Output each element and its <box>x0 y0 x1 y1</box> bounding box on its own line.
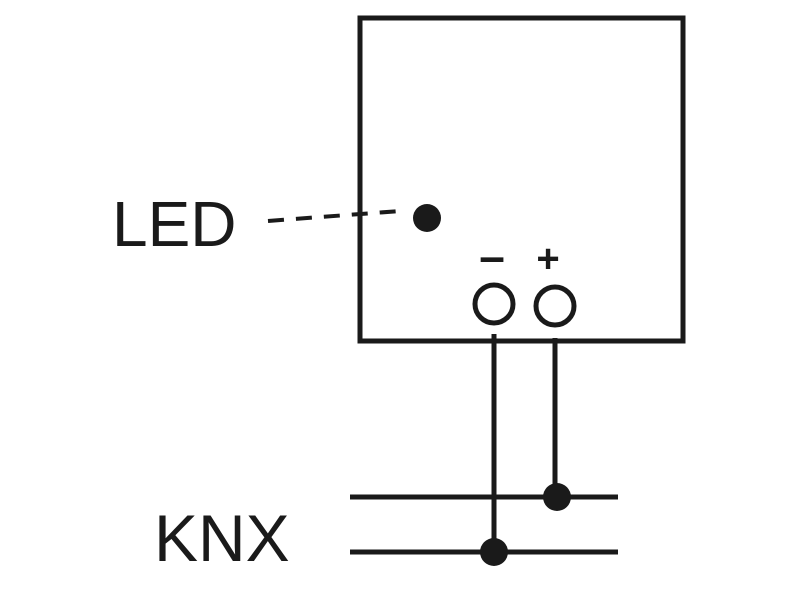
plus-terminal-label: + <box>536 237 559 281</box>
knx-label: KNX <box>154 501 290 575</box>
led-indicator <box>413 204 441 232</box>
device-box <box>357 15 686 344</box>
led-leader-line <box>267 209 401 223</box>
plus-terminal <box>533 284 577 328</box>
led-label: LED <box>112 188 237 260</box>
minus-junction-dot <box>480 538 508 566</box>
plus-junction-dot <box>543 483 571 511</box>
minus-terminal-label: – <box>479 230 505 282</box>
minus-terminal <box>472 282 516 326</box>
